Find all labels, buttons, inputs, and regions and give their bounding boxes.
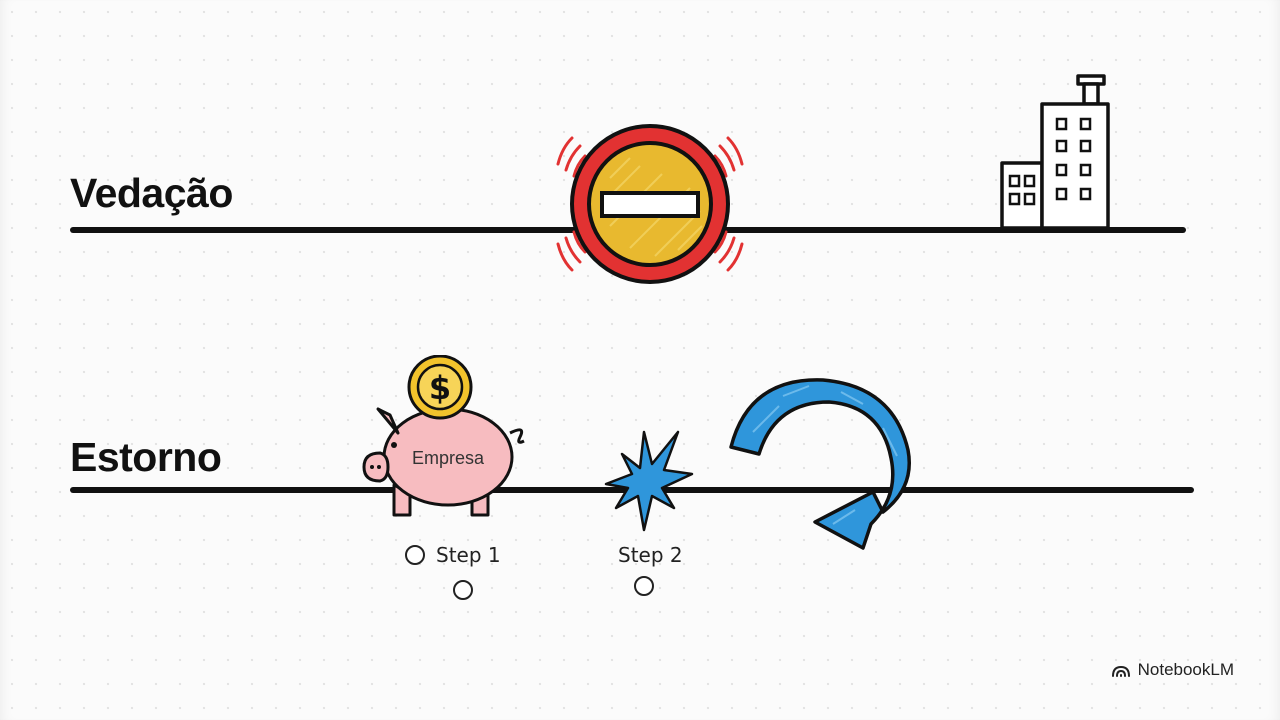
piggy-bank-label: Empresa [412,448,485,468]
step-1-radio[interactable] [405,545,425,565]
building-icon [995,70,1120,237]
estorno-label: Estorno [70,434,222,480]
step-2-label: Step 2 [618,543,683,567]
return-arrow-icon [723,372,918,557]
piggy-bank-icon: $ Empresa [360,355,530,525]
notebooklm-logo-icon [1111,665,1130,677]
notebooklm-branding: NotebookLM [1111,660,1234,680]
step-2-radio[interactable] [634,576,654,596]
svg-text:$: $ [429,369,451,407]
vedacao-label: Vedação [70,170,233,216]
brand-name: NotebookLM [1137,660,1234,679]
stop-sign-icon [540,118,760,298]
burst-icon [604,430,694,539]
step-1-label: Step 1 [436,543,501,567]
step-1-secondary-radio[interactable] [453,580,473,600]
